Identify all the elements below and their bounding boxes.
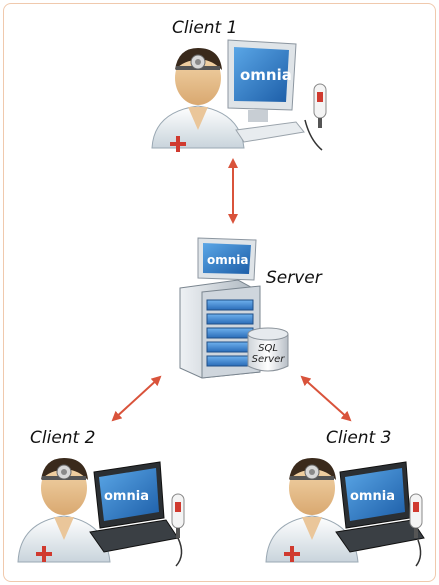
server-label: Server: [266, 268, 322, 288]
client3-laptop-icon: omnia: [335, 461, 425, 553]
client1-monitor-icon: omnia: [227, 39, 305, 143]
client3-device-icon: [409, 493, 423, 567]
server-brand-text: omnia: [207, 253, 249, 267]
client1-brand-text: omnia: [240, 66, 292, 84]
sql-server-label: SQL Server: [246, 343, 290, 365]
client2-device-icon: [171, 493, 185, 567]
client3-brand-text: omnia: [350, 489, 395, 504]
arrow-server-client3: [300, 375, 352, 422]
sql-database-icon: [247, 327, 289, 372]
client2-doctor-icon: [17, 458, 111, 563]
server-monitor-icon: omnia: [197, 237, 257, 281]
client3-doctor-icon: [265, 458, 359, 563]
client1-label: Client 1: [172, 18, 238, 38]
client2-brand-text: omnia: [104, 489, 149, 504]
client1-doctor-icon: [151, 48, 245, 152]
client2-label: Client 2: [30, 428, 96, 448]
arrow-server-client2: [111, 375, 162, 422]
client3-label: Client 3: [326, 428, 392, 448]
server-tower-icon: [179, 279, 261, 379]
sql-label-line2: Server: [251, 354, 285, 365]
sql-label-line1: SQL: [258, 343, 278, 354]
client1-device-icon: [304, 83, 327, 151]
client2-laptop-icon: omnia: [89, 461, 179, 553]
